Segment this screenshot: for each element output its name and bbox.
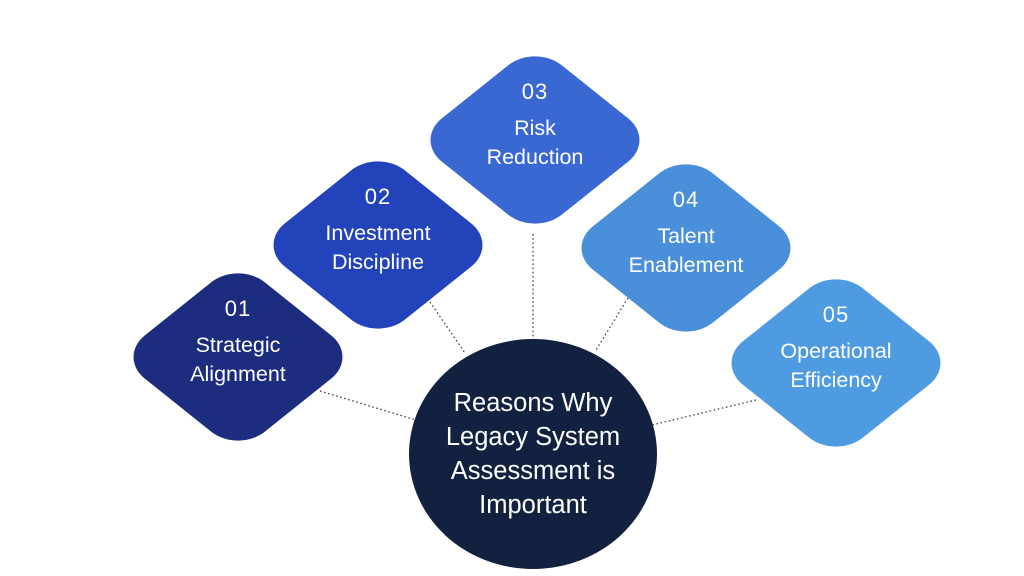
item-label-line: Reduction	[486, 144, 584, 169]
item-number: 02	[364, 183, 392, 209]
item-05-operational-efficiency: 05 Operational Efficiency	[715, 266, 957, 460]
item-label-line: Risk	[514, 115, 556, 140]
item-label-line: Alignment	[190, 361, 286, 386]
item-02-investment-discipline: 02 Investment Discipline	[257, 148, 499, 342]
hub-title-line: Important	[479, 491, 587, 519]
hub-title-line: Reasons Why	[453, 389, 613, 417]
item-number: 04	[672, 186, 700, 212]
diamond-text-04: 04 Talent Enablement	[566, 137, 806, 329]
item-03-risk-reduction: 03 Risk Reduction	[414, 43, 656, 237]
diamond-text-05: 05 Operational Efficiency	[716, 252, 956, 444]
item-04-talent-enablement: 04 Talent Enablement	[565, 151, 807, 345]
hub-title-line: Legacy System	[445, 423, 621, 451]
diamond-text-02: 02 Investment Discipline	[258, 134, 498, 326]
item-label-line: Efficiency	[790, 367, 882, 392]
hub-title-line: Assessment is	[450, 457, 616, 485]
item-number: 01	[224, 295, 252, 321]
diamond-text-03: 03 Risk Reduction	[415, 29, 655, 221]
item-label-line: Operational	[780, 338, 892, 363]
item-label-line: Talent	[657, 223, 715, 248]
item-number: 03	[521, 78, 549, 104]
item-label-line: Investment	[325, 220, 431, 245]
hub-circle: Reasons Why Legacy System Assessment is …	[409, 339, 657, 569]
item-label-line: Strategic	[195, 332, 281, 357]
item-label-line: Enablement	[628, 252, 744, 277]
item-number: 05	[822, 301, 850, 327]
item-01-strategic-alignment: 01 Strategic Alignment	[117, 260, 359, 454]
item-label-line: Discipline	[331, 249, 424, 274]
diamond-text-01: 01 Strategic Alignment	[118, 246, 358, 438]
